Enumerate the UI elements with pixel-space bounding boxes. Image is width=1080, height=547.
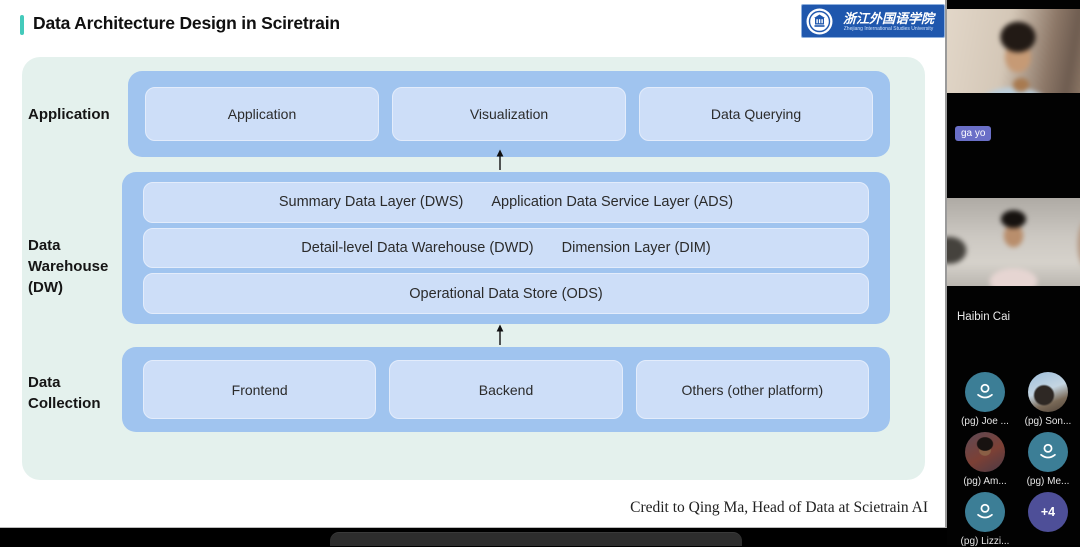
box-others: Others (other platform)	[635, 360, 869, 419]
label-dwd: Detail-level Data Warehouse (DWD)	[301, 240, 534, 256]
participant-video-1[interactable]	[947, 9, 1080, 93]
data-warehouse-band: Summary Data Layer (DWS) Application Dat…	[122, 172, 890, 324]
avatar-photo	[965, 432, 1005, 472]
box-backend: Backend	[389, 360, 623, 419]
avatar-label: (pg) Son...	[1024, 416, 1072, 427]
shared-slide: Data Architecture Design in Sciretrain 浙…	[0, 0, 947, 528]
participant-video-2-feed	[947, 198, 1080, 286]
section-label-data-warehouse: Data Warehouse (DW)	[28, 237, 109, 296]
meeting-controls-bar[interactable]	[330, 532, 742, 546]
participant-avatar-joe[interactable]: (pg) Joe ...	[953, 372, 1017, 427]
person-icon	[977, 503, 993, 519]
label-ads: Application Data Service Layer (ADS)	[491, 194, 734, 211]
architecture-diagram: Application Data Warehouse (DW) Data Col…	[22, 57, 925, 480]
box-application: Application	[145, 87, 379, 141]
avatar-label: (pg) Am...	[963, 476, 1007, 487]
label-dws: Summary Data Layer (DWS)	[278, 194, 464, 211]
university-emblem-icon	[806, 8, 833, 34]
avatar-label: (pg) Me...	[1026, 476, 1070, 487]
box-data-querying: Data Querying	[639, 87, 873, 141]
box-visualization: Visualization	[392, 87, 626, 141]
dw-row-ods: Operational Data Store (ODS)	[143, 273, 869, 315]
person-icon	[1040, 443, 1056, 459]
dw-row-dws-ads: Summary Data Layer (DWS) Application Dat…	[143, 182, 869, 223]
dw-row-dwd-dim: Detail-level Data Warehouse (DWD) Dimens…	[143, 227, 869, 269]
avatar-circle	[1028, 432, 1068, 472]
university-logo: 浙江外国语学院 Zhejiang International Studies U…	[801, 4, 945, 38]
person-icon	[977, 383, 993, 399]
title-accent-bar	[20, 15, 24, 35]
avatar-photo	[1028, 372, 1068, 412]
credit-text: Credit to Qing Ma, Head of Data at Sciet…	[630, 499, 928, 516]
up-arrow-icon	[496, 149, 504, 170]
participant-avatar-son[interactable]: (pg) Son...	[1016, 372, 1080, 427]
participant-video-1-feed	[947, 9, 1080, 93]
label-ods: Operational Data Store (ODS)	[409, 285, 603, 302]
participant-avatar-me[interactable]: (pg) Me...	[1016, 432, 1080, 487]
data-collection-band: Frontend Backend Others (other platform)	[122, 347, 890, 432]
participant-name: Haibin Cai	[957, 311, 1011, 323]
section-label-application: Application	[28, 106, 110, 123]
label-dim: Dimension Layer (DIM)	[561, 240, 711, 256]
slide-title: Data Architecture Design in Sciretrain	[33, 13, 340, 33]
up-arrow-icon	[496, 324, 504, 345]
avatar-label: (pg) Joe ...	[961, 416, 1009, 427]
participant-video-2[interactable]	[947, 198, 1080, 286]
participant-avatar-lizzi[interactable]: (pg) Lizzi...	[953, 492, 1017, 547]
application-band: Application Visualization Data Querying	[128, 71, 890, 157]
participant-avatar-am[interactable]: (pg) Am...	[953, 432, 1017, 487]
logo-english-text: Zhejiang International Studies Universit…	[843, 25, 934, 32]
avatar-circle	[965, 492, 1005, 532]
box-frontend: Frontend	[143, 360, 377, 419]
participants-sidebar: ga yo Haibin Cai (pg) Joe ... (pg) Son..…	[947, 0, 1080, 547]
avatar-circle	[965, 372, 1005, 412]
section-label-data-collection: Data Collection	[28, 374, 101, 412]
overflow-count-badge: +4	[1028, 492, 1068, 532]
participant-name-badge: ga yo	[955, 126, 992, 141]
logo-texts: 浙江外国语学院 Zhejiang International Studies U…	[837, 11, 940, 32]
avatar-label: (pg) Lizzi...	[960, 536, 1010, 547]
participant-overflow[interactable]: +4	[1016, 492, 1080, 532]
logo-chinese-text: 浙江外国语学院	[842, 10, 934, 26]
